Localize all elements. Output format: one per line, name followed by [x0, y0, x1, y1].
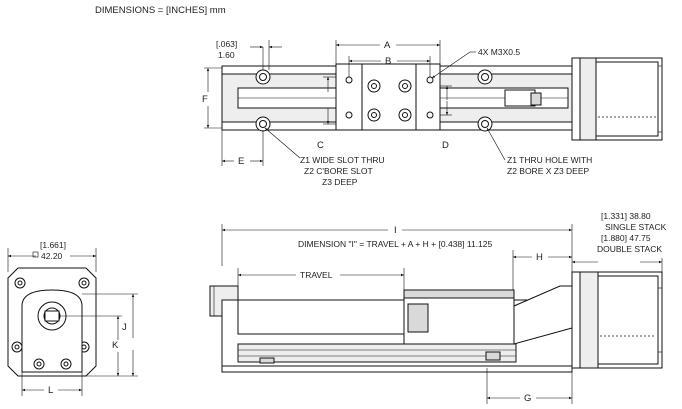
end-mount-hole-left-inner: [36, 361, 42, 367]
motor-single-label: SINGLE STACK: [605, 222, 667, 232]
top-channel-block: [530, 92, 542, 106]
tap-hole-3: [345, 111, 353, 119]
end-dim-inch: [1.661]: [40, 240, 66, 250]
end-bolt-bl-inner: [14, 344, 20, 350]
dim-k-label: K: [112, 340, 119, 351]
end-hole-bottom-left-inner: [259, 120, 267, 128]
motor-single-dim: [1.331] 38.80: [601, 211, 651, 221]
dim-a-label: A: [384, 40, 391, 51]
dim-e-label: E: [238, 156, 244, 167]
tap-hole-1: [345, 76, 353, 84]
dim-l-label: L: [48, 385, 53, 396]
hole-note-leader: [486, 127, 506, 161]
dim-063-inch: [.063]: [216, 39, 237, 49]
motor-double-label: DOUBLE STACK: [597, 244, 662, 254]
side-motor-body: [597, 275, 659, 365]
side-view: I DIMENSION "I" = TRAVEL + A + H + [0.43…: [209, 211, 667, 404]
end-hole-bottom-right-inner: [481, 120, 489, 128]
hole-note-line-1: Z1 THRU HOLE WITH: [507, 155, 592, 165]
end-view: [1.661] 42.20 J K: [7, 240, 138, 396]
end-bolt-tl-inner: [17, 280, 23, 286]
dim-f-label: F: [202, 94, 208, 105]
tap-callout: 4X M3X0.5: [478, 47, 520, 57]
side-lead-screw-housing: [237, 343, 517, 363]
end-bolt-br-inner: [81, 344, 87, 350]
top-motor-body: [595, 61, 659, 137]
dim-g-label: G: [524, 393, 531, 404]
slot-note-line-1: Z1 WIDE SLOT THRU: [300, 155, 385, 165]
tap-hole-4: [426, 111, 434, 119]
end-bolt-tr-inner: [81, 280, 87, 286]
end-hole-top-left-inner: [259, 73, 267, 81]
top-view: [.063] 1.60 A B 4X M3X0.5 F C: [202, 39, 663, 187]
hole-note-line-2: Z2 BORE X Z3 DEEP: [507, 166, 590, 176]
slot-note-line-3: Z3 DEEP: [322, 177, 358, 187]
tap-callout-leader: [431, 51, 471, 79]
side-carriage-bracket: [407, 303, 429, 333]
carriage-bore-3-inner: [371, 112, 377, 118]
carriage-bore-4-inner: [402, 112, 408, 118]
carriage-bore-2-inner: [402, 83, 408, 89]
motor-double-dim: [1.880] 47.75: [601, 233, 651, 243]
end-hole-top-right-inner: [481, 73, 489, 81]
dimension-formula: DIMENSION "I" = TRAVEL + A + H + [0.438]…: [298, 239, 493, 249]
dim-h-label: H: [536, 252, 543, 263]
dim-b-label: B: [385, 56, 391, 67]
side-screw-nut-left: [259, 357, 275, 364]
end-dim-mm: 42.20: [41, 251, 63, 261]
dim-063-mm: 1.60: [218, 50, 235, 60]
dim-j-label: J: [122, 322, 127, 333]
side-screw-nut-right: [485, 351, 501, 361]
top-motor-face: [579, 57, 597, 141]
units-note: DIMENSIONS = [INCHES] mm: [95, 5, 226, 16]
dim-c-label: C: [317, 140, 324, 151]
square-symbol: [32, 251, 39, 258]
side-carriage-shaft: [237, 299, 409, 335]
slot-note-line-2: Z2 C'BORE SLOT: [304, 166, 373, 176]
end-shaft: [44, 310, 60, 322]
end-stage-profile: [21, 289, 83, 373]
dim-d-label: D: [442, 140, 449, 151]
slot-note-leader: [264, 127, 301, 159]
end-mount-hole-right-inner: [63, 361, 69, 367]
dim-travel-label: TRAVEL: [300, 270, 333, 280]
dim-i-label: I: [394, 225, 397, 236]
side-motor-face: [579, 271, 599, 369]
side-carriage-top-plate: [403, 289, 515, 299]
carriage-bore-1-inner: [371, 83, 377, 89]
